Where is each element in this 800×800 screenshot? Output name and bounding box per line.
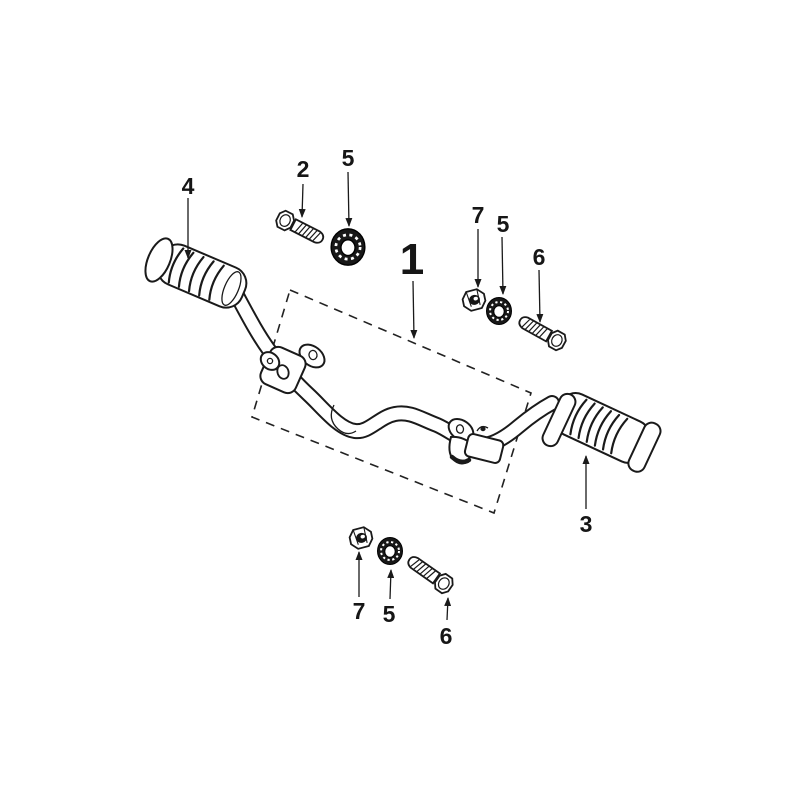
hex-bolt-part6-bottom bbox=[407, 556, 454, 595]
leader-line-part2 bbox=[298, 183, 306, 218]
callout-label-part5-bottom: 5 bbox=[383, 601, 396, 627]
leader-line-part5-top-left bbox=[345, 171, 353, 227]
washer-part5-top-right bbox=[486, 297, 512, 325]
footpeg-right bbox=[541, 392, 662, 473]
leader-line-part5-bottom bbox=[387, 569, 395, 600]
callout-label-part5-top-right: 5 bbox=[497, 211, 510, 237]
footpeg-left bbox=[144, 237, 248, 309]
weld-nub bbox=[476, 425, 489, 432]
leader-lines bbox=[184, 171, 590, 621]
footpeg-left-endcap bbox=[144, 237, 174, 283]
footpeg-right-endcap bbox=[627, 421, 662, 473]
callout-label-part6-top: 6 bbox=[533, 244, 546, 270]
hex-nut-part7-top bbox=[461, 288, 487, 312]
mount-bracket-left bbox=[259, 343, 326, 395]
callout-label-part4: 4 bbox=[182, 173, 195, 199]
footpeg-right-collar bbox=[541, 392, 577, 448]
leader-line-part1 bbox=[410, 280, 418, 339]
hex-nut-part7-bottom bbox=[348, 526, 374, 550]
callout-label-part2: 2 bbox=[297, 156, 310, 182]
tube-bend-highlight bbox=[330, 404, 357, 435]
hex-bolt-part6-top bbox=[518, 316, 567, 352]
callout-labels: 4 2 5 1 7 5 6 3 7 5 6 bbox=[182, 145, 593, 649]
callout-label-part5-top-left: 5 bbox=[342, 145, 355, 171]
leader-line-part5-top-right bbox=[499, 236, 507, 295]
washer-part5-bottom bbox=[377, 537, 403, 565]
assembly-boundary-outline bbox=[251, 288, 532, 515]
callout-label-part7-bottom: 7 bbox=[353, 598, 366, 624]
callout-label-part1: 1 bbox=[400, 235, 424, 284]
callout-label-part7-top: 7 bbox=[472, 202, 485, 228]
leader-line-part6-bottom bbox=[444, 597, 452, 621]
mount-bracket-right bbox=[447, 418, 505, 465]
callout-label-part6-bottom: 6 bbox=[440, 623, 453, 649]
hex-bolt-part2 bbox=[275, 209, 325, 244]
callout-label-part3: 3 bbox=[580, 511, 593, 537]
washer-part5-top-left bbox=[330, 228, 366, 266]
leader-line-part6-top bbox=[536, 269, 544, 323]
